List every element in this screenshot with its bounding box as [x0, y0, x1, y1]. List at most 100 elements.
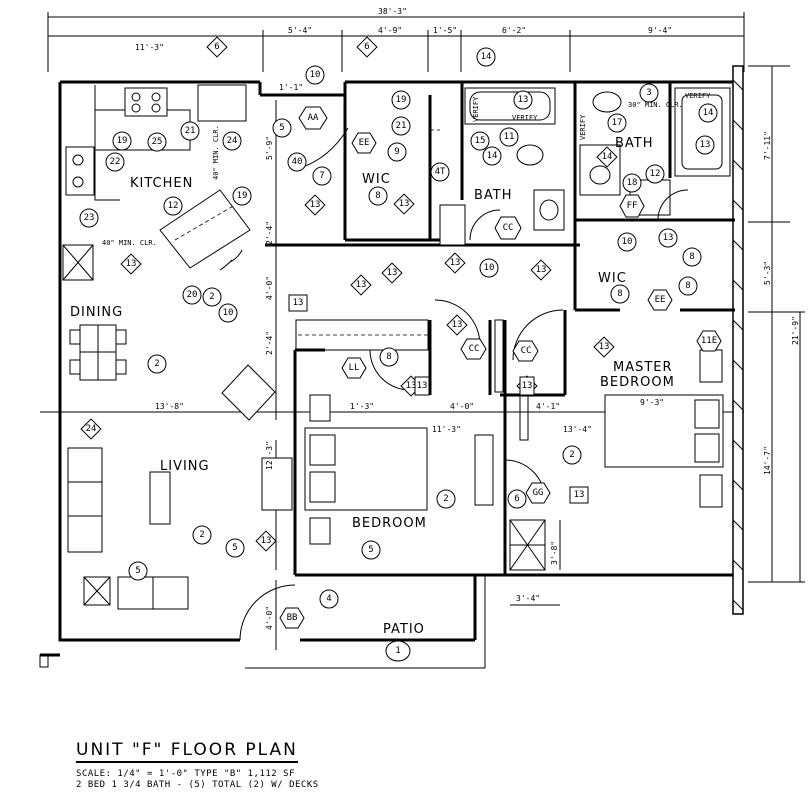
tag-circle: 15 [470, 131, 490, 151]
verify-note-1: VERIFY [512, 114, 538, 122]
tag-circle: 19 [391, 90, 411, 110]
tag-circle: 8 [368, 186, 388, 206]
svg-text:13: 13 [406, 381, 417, 391]
tag-circle: 4T [430, 162, 450, 182]
room-label-master-bedroom: BEDROOM [600, 375, 675, 390]
dim-11-3b: 11'-3" [432, 425, 461, 434]
tag-circle: 2 [436, 489, 456, 509]
svg-text:14: 14 [487, 151, 498, 161]
tag-circle: 13 [695, 135, 715, 155]
verify-note-3: VERIFY [579, 114, 587, 140]
dim-1-3: 1'-3" [350, 402, 374, 411]
svg-text:2: 2 [154, 359, 159, 369]
tag-circle: 14 [476, 47, 496, 67]
tag-diamond: 13 [120, 253, 142, 275]
tag-circle: 2 [147, 354, 167, 374]
svg-text:6: 6 [514, 494, 519, 504]
svg-text:14: 14 [602, 152, 613, 162]
svg-text:4T: 4T [435, 167, 446, 177]
dim-9-4: 9'-4" [648, 26, 672, 35]
svg-text:8: 8 [685, 281, 690, 291]
clearance-note-bath: 30" MIN. CLR. [628, 101, 683, 109]
tag-circle: 2 [192, 525, 212, 545]
svg-text:2: 2 [569, 450, 574, 460]
svg-text:5: 5 [135, 566, 140, 576]
tag-diamond: 13 [444, 252, 466, 274]
tag-diamond: 13 [593, 336, 615, 358]
tag-square: 13 [414, 376, 430, 396]
svg-text:22: 22 [110, 157, 121, 167]
tag-diamond: 13 [381, 262, 403, 284]
svg-text:14: 14 [703, 108, 714, 118]
tag-hexagon: CC [494, 216, 522, 240]
tag-square: 13 [288, 294, 308, 312]
svg-text:13: 13 [700, 140, 711, 150]
tag-circle: 13 [658, 228, 678, 248]
svg-text:13: 13 [417, 381, 428, 391]
dimension-labels: 38'-3" 11'-3" 5'-4" 4'-9" 1'-5" 6'-2" 9'… [135, 7, 800, 630]
svg-text:1: 1 [395, 646, 400, 656]
tag-circle: 10 [218, 303, 238, 323]
dim-3-4: 3'-4" [516, 594, 540, 603]
tag-square: 13 [519, 376, 535, 396]
svg-text:24: 24 [227, 136, 238, 146]
dim-6-2: 6'-2" [502, 26, 526, 35]
tag-circle: 10 [305, 65, 325, 85]
dim-1-5: 1'-5" [433, 26, 457, 35]
room-label-wic-1: WIC [362, 172, 391, 187]
dim-13-8: 13'-8" [155, 402, 184, 411]
tag-circle: 8 [610, 284, 630, 304]
tag-circle: 10 [479, 258, 499, 278]
dim-5-4: 5'-4" [288, 26, 312, 35]
svg-text:19: 19 [237, 191, 248, 201]
svg-text:13: 13 [126, 259, 137, 269]
svg-text:EE: EE [655, 295, 666, 305]
tag-circle: 21 [180, 121, 200, 141]
dim-3-8: 3'-8" [550, 541, 559, 565]
tag-circle: 5 [225, 538, 245, 558]
svg-text:13: 13 [574, 490, 585, 500]
tag-circle: 21 [391, 116, 411, 136]
tag-circle: 13 [513, 90, 533, 110]
svg-text:8: 8 [386, 352, 391, 362]
walls [39, 65, 744, 669]
svg-text:13: 13 [261, 536, 272, 546]
svg-text:CC: CC [469, 344, 480, 354]
svg-text:12: 12 [650, 169, 661, 179]
svg-text:13: 13 [399, 199, 410, 209]
room-label-bath-1: BATH [474, 188, 513, 203]
svg-text:19: 19 [117, 136, 128, 146]
clearance-note-kitchen-horizontal: 40" MIN. CLR. [102, 239, 157, 247]
summary-line: 2 BED 1 3/4 BATH - (5) TOTAL (2) W/ DECK… [76, 780, 319, 790]
tag-diamond: 13 [393, 193, 415, 215]
svg-text:13: 13 [452, 320, 463, 330]
svg-text:4: 4 [326, 594, 331, 604]
svg-text:21: 21 [185, 126, 196, 136]
room-label-wic-2: WIC [598, 271, 627, 286]
dim-1-1: 1'-1" [279, 83, 303, 92]
svg-text:13: 13 [522, 381, 533, 391]
tag-hexagon: LL [341, 357, 367, 379]
svg-text:13: 13 [310, 200, 321, 210]
tag-diamond: 13 [350, 274, 372, 296]
fixtures [62, 84, 731, 610]
tag-hexagon: BB [279, 607, 305, 629]
dim-5-3: 5'-3" [763, 261, 772, 285]
svg-text:2: 2 [443, 494, 448, 504]
scale-line: SCALE: 1/4" = 1'-0" TYPE "B" 1,112 SF [76, 769, 295, 779]
svg-text:GG: GG [533, 488, 544, 498]
svg-text:LL: LL [349, 363, 360, 373]
tag-circle: 10 [617, 232, 637, 252]
svg-text:3: 3 [646, 88, 651, 98]
dim-21-9: 21'-9" [791, 316, 800, 345]
room-label-bath-2: BATH [615, 136, 654, 151]
tag-circle: 5 [128, 561, 148, 581]
tag-circle: 12 [645, 164, 665, 184]
tag-circle: 8 [678, 276, 698, 296]
svg-text:EE: EE [359, 138, 370, 148]
svg-text:25: 25 [152, 137, 163, 147]
clearance-note-kitchen-vertical: 40" MIN. CLR. [212, 125, 220, 180]
tag-circle: 19 [112, 131, 132, 151]
svg-text:18: 18 [627, 178, 638, 188]
tag-circle: 14 [482, 146, 502, 166]
